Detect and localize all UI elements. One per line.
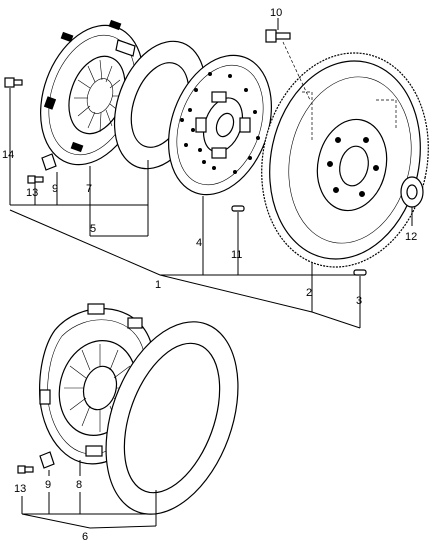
lower-leader-lines (21, 460, 157, 529)
callout-4: 4 (196, 237, 202, 249)
callout-3: 3 (356, 295, 362, 307)
callout-8: 8 (76, 479, 82, 491)
callout-10: 10 (270, 7, 282, 19)
flywheel-bolt (265, 29, 311, 101)
callout-9-top: 9 (52, 183, 58, 195)
callout-5: 5 (90, 223, 96, 235)
bolt-13-bottom (17, 465, 34, 474)
callout-1: 1 (155, 279, 161, 291)
pressure-plate-clip-bottom (39, 451, 55, 469)
callout-6: 6 (82, 531, 88, 543)
upper-leader-lines (9, 18, 413, 329)
friction-ring-bottom (105, 321, 239, 515)
callout-9-bottom: 9 (45, 479, 51, 491)
callout-12: 12 (405, 231, 417, 243)
pilot-bearing (400, 176, 424, 208)
pressure-plate-clip-top (41, 153, 57, 171)
flywheel (261, 52, 429, 268)
callout-2: 2 (306, 287, 312, 299)
callout-7: 7 (86, 183, 92, 195)
bolt-13-top (27, 175, 44, 184)
callout-13-bottom: 13 (14, 483, 26, 495)
callout-11: 11 (231, 249, 242, 261)
dowel-pin-3 (353, 269, 367, 276)
dowel-pin-11 (231, 205, 245, 212)
callout-13-top: 13 (26, 187, 38, 199)
callout-14: 14 (2, 149, 14, 161)
clutch-disc (168, 54, 272, 196)
bolt-14 (4, 77, 23, 88)
callout-labels: 10 14 13 9 7 5 4 11 12 1 2 3 13 9 8 6 (2, 7, 417, 543)
